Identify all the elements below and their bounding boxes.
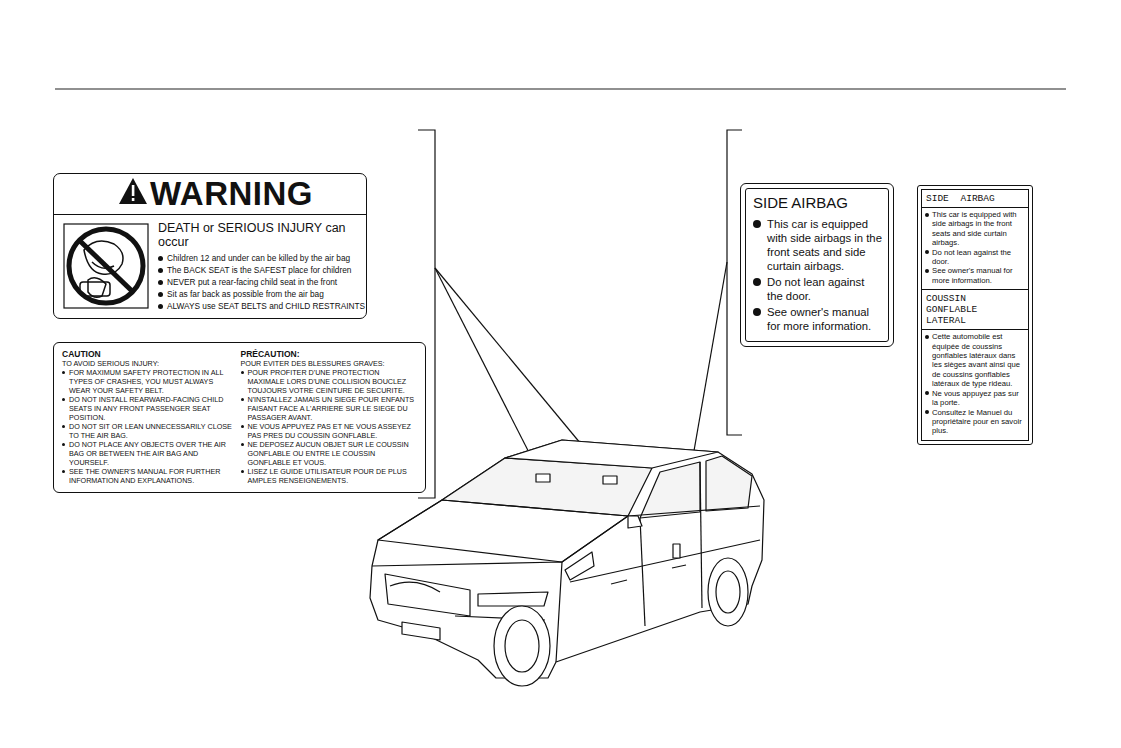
bullet-text: This car is equipped with side airbags i… bbox=[932, 210, 1025, 248]
bullet-row: The BACK SEAT is the SAFEST place for ch… bbox=[158, 264, 366, 276]
bullet-dot bbox=[62, 443, 65, 446]
bullet-dot bbox=[925, 250, 929, 254]
bullet-dot bbox=[925, 335, 929, 339]
caution-column: PRÉCAUTION:POUR EVITER DES BLESSURES GRA… bbox=[241, 349, 420, 485]
bullet-text: LISEZ LE GUIDE UTILISATEUR POUR DE PLUS … bbox=[248, 467, 416, 485]
label-heading: SIDE AIRBAG bbox=[753, 194, 882, 211]
bullet-text: Sit as far back as possible from the air… bbox=[167, 288, 324, 300]
bullet-dot bbox=[753, 220, 761, 228]
bullet-text: DO NOT SIT OR LEAN UNNECESSARILY CLOSE T… bbox=[69, 422, 237, 440]
bullet-text: See owner's manual for more information. bbox=[932, 266, 1025, 285]
warning-subheading: DEATH or SERIOUS INJURY can occur bbox=[158, 221, 366, 249]
bullet-text: Cette automobile est équipée de coussins… bbox=[932, 332, 1025, 388]
bullet-dot bbox=[158, 280, 163, 285]
label-caution: CAUTIONTO AVOID SERIOUS INJURY:FOR MAXIM… bbox=[53, 342, 426, 493]
bullet-text: NE DEPOSEZ AUCUN OBJET SUR LE COUSSIN GO… bbox=[248, 440, 416, 467]
bullet-row: Children 12 and under can be killed by t… bbox=[158, 252, 366, 264]
bullet-text: See owner's manual for more information. bbox=[767, 305, 882, 333]
bullet-row: See owner's manual for more information. bbox=[753, 305, 882, 333]
caution-column: CAUTIONTO AVOID SERIOUS INJURY:FOR MAXIM… bbox=[62, 349, 241, 485]
label-heading: SIDE AIRBAG bbox=[922, 190, 1028, 208]
bullet-dot bbox=[62, 398, 65, 401]
bullet-text: Consultez le Manuel du propriétaire pour… bbox=[932, 408, 1025, 436]
bullet-text: Do not lean against the door. bbox=[932, 248, 1025, 267]
bullet-row: Consultez le Manuel du propriétaire pour… bbox=[925, 408, 1025, 436]
bullet-dot bbox=[753, 278, 761, 286]
label-section: SIDE AIRBAG This car is equipped with sid… bbox=[921, 189, 1029, 290]
bullet-text: SEE THE OWNER'S MANUAL FOR FURTHER INFOR… bbox=[69, 467, 237, 485]
bullet-row: POUR PROFITER D'UNE PROTECTION MAXIMALE … bbox=[241, 368, 416, 395]
bullet-row: See owner's manual for more information. bbox=[925, 266, 1025, 285]
section-body: This car is equipped with side airbags i… bbox=[922, 208, 1028, 289]
bullet-dot bbox=[241, 443, 244, 446]
bullet-dot bbox=[241, 398, 244, 401]
bullet-text: N'INSTALLEZ JAMAIS UN SIEGE POUR ENFANTS… bbox=[248, 395, 416, 422]
bullet-text: Children 12 and under can be killed by t… bbox=[167, 252, 350, 264]
label-section: COUSSIN GONFLABLE LATERALCette automobil… bbox=[921, 290, 1029, 440]
bullet-row: NEVER put a rear-facing child seat in th… bbox=[158, 276, 366, 288]
airbag-pictogram bbox=[64, 224, 148, 308]
bullet-dot bbox=[925, 213, 929, 217]
top-rule bbox=[55, 88, 1066, 89]
caution-heading: CAUTION bbox=[62, 349, 237, 359]
bullet-row: DO NOT PLACE ANY OBJECTS OVER THE AIR BA… bbox=[62, 440, 237, 467]
bullet-text: The BACK SEAT is the SAFEST place for ch… bbox=[167, 264, 351, 276]
bullet-dot bbox=[62, 470, 65, 473]
bullet-row: NE DEPOSEZ AUCUN OBJET SUR LE COUSSIN GO… bbox=[241, 440, 416, 467]
bullet-row: LISEZ LE GUIDE UTILISATEUR POUR DE PLUS … bbox=[241, 467, 416, 485]
bullet-text: DO NOT INSTALL REARWARD-FACING CHILD SEA… bbox=[69, 395, 237, 422]
bullet-row: NE VOUS APPUYEZ PAS ET NE VOUS ASSEYEZ P… bbox=[241, 422, 416, 440]
caution-heading: PRÉCAUTION: bbox=[241, 349, 416, 359]
bullet-dot bbox=[62, 371, 65, 374]
bullet-dot bbox=[158, 292, 163, 297]
bullet-row: Ne vous appuyez pas sur la porte. bbox=[925, 389, 1025, 408]
bullet-text: DO NOT PLACE ANY OBJECTS OVER THE AIR BA… bbox=[69, 440, 237, 467]
bullet-row: This car is equipped with side airbags i… bbox=[925, 210, 1025, 248]
bullet-text: Ne vous appuyez pas sur la porte. bbox=[932, 389, 1025, 408]
bullet-dot bbox=[925, 410, 929, 414]
warning-heading: WARNING bbox=[54, 174, 366, 215]
caution-subheading: POUR EVITER DES BLESSURES GRAVES: bbox=[241, 359, 416, 368]
label-warn: WARNING DEATH or SERIOUS INJURY can occur… bbox=[53, 173, 367, 319]
bullet-row: Do not lean against the door. bbox=[925, 248, 1025, 267]
bullet-dot bbox=[753, 308, 761, 316]
bullet-dot bbox=[158, 304, 163, 309]
bullet-text: NE VOUS APPUYEZ PAS ET NE VOUS ASSEYEZ P… bbox=[248, 422, 416, 440]
bullet-row: FOR MAXIMUM SAFETY PROTECTION IN ALL TYP… bbox=[62, 368, 237, 395]
bullet-row: ALWAYS use SEAT BELTS and CHILD RESTRAIN… bbox=[158, 300, 366, 312]
bullet-text: This car is equipped with side airbags i… bbox=[767, 217, 882, 273]
bullet-row: This car is equipped with side airbags i… bbox=[753, 217, 882, 273]
label-side: SIDE AIRBAG This car is equipped with sid… bbox=[740, 183, 894, 347]
bullet-row: Sit as far back as possible from the air… bbox=[158, 288, 366, 300]
bullet-text: Do not lean against the door. bbox=[767, 275, 882, 303]
caution-subheading: TO AVOID SERIOUS INJURY: bbox=[62, 359, 237, 368]
bullet-text: FOR MAXIMUM SAFETY PROTECTION IN ALL TYP… bbox=[69, 368, 237, 395]
bullet-text: ALWAYS use SEAT BELTS and CHILD RESTRAIN… bbox=[167, 300, 365, 312]
bullet-dot bbox=[158, 268, 163, 273]
bullet-dot bbox=[241, 425, 244, 428]
bullet-dot bbox=[241, 371, 244, 374]
bullet-dot bbox=[241, 470, 244, 473]
bullet-dot bbox=[158, 256, 163, 261]
leader-lines bbox=[418, 130, 742, 548]
bullet-text: NEVER put a rear-facing child seat in th… bbox=[167, 276, 337, 288]
label-heading: COUSSIN GONFLABLE LATERAL bbox=[922, 290, 1028, 330]
bullet-text: POUR PROFITER D'UNE PROTECTION MAXIMALE … bbox=[248, 368, 416, 395]
car-illustration bbox=[370, 440, 764, 686]
bullet-row: Do not lean against the door. bbox=[753, 275, 882, 303]
bullet-row: DO NOT INSTALL REARWARD-FACING CHILD SEA… bbox=[62, 395, 237, 422]
warning-triangle bbox=[119, 178, 147, 204]
bullet-row: SEE THE OWNER'S MANUAL FOR FURTHER INFOR… bbox=[62, 467, 237, 485]
inner-border: SIDE AIRBAG This car is equipped with sid… bbox=[745, 188, 889, 342]
bullet-row: DO NOT SIT OR LEAN UNNECESSARILY CLOSE T… bbox=[62, 422, 237, 440]
bullet-dot bbox=[62, 425, 65, 428]
bullet-row: N'INSTALLEZ JAMAIS UN SIEGE POUR ENFANTS… bbox=[241, 395, 416, 422]
bullet-dot bbox=[925, 269, 929, 273]
section-body: Cette automobile est équipée de coussins… bbox=[922, 330, 1028, 439]
bullet-dot bbox=[925, 391, 929, 395]
bullet-row: Cette automobile est équipée de coussins… bbox=[925, 332, 1025, 388]
label-bi: SIDE AIRBAG This car is equipped with sid… bbox=[917, 185, 1033, 445]
